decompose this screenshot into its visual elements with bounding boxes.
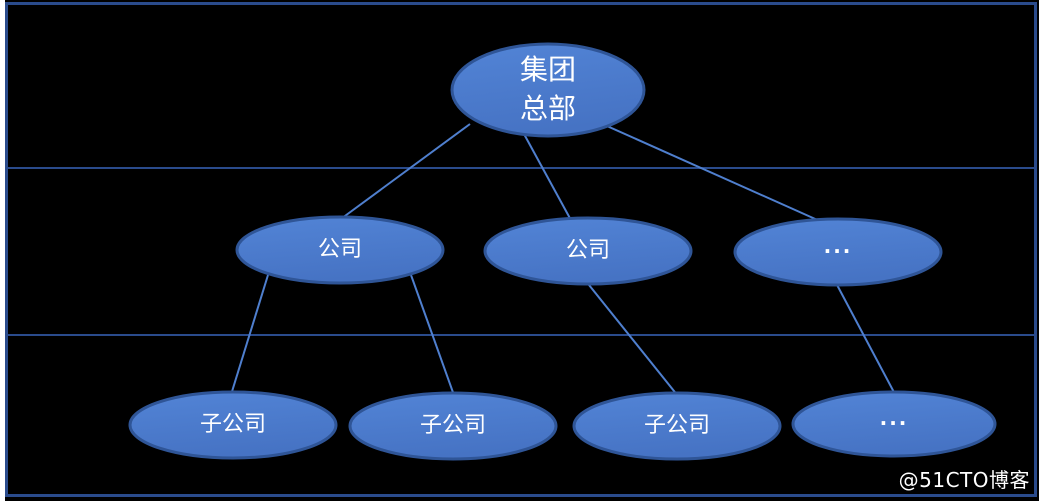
watermark-51cto: @51CTO博客 [898,468,1030,492]
connector-company1-subsidiary2 [410,274,456,399]
row-divider-top [8,167,1034,169]
node-headquarters [450,42,646,138]
connector-company1-subsidiary1 [229,274,269,399]
connector-hq-company-more [597,121,823,223]
node-subsidiary-more [791,390,997,458]
connector-company2-subsidiary3 [584,279,679,397]
node-company1 [235,215,445,285]
page-edge-strip [0,0,5,501]
node-company2 [483,216,693,286]
node-subsidiary2 [348,391,558,461]
node-subsidiary3 [572,391,782,461]
node-company-more [733,217,943,287]
table-frame [5,2,1037,497]
connector-hq-company1 [333,123,471,225]
connector-company-more-subsidiary-more [835,282,897,397]
row-divider-bottom [8,334,1034,336]
node-subsidiary1 [128,390,338,460]
connector-hq-company2 [523,133,573,223]
